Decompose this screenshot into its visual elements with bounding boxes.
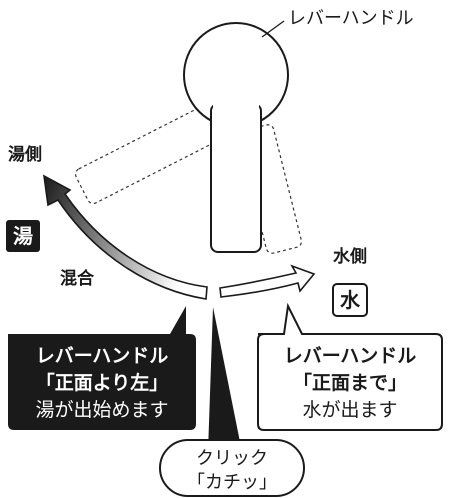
lever-handle [183, 22, 289, 253]
click-callout-box [159, 439, 305, 497]
mix-label: 混合 [60, 268, 95, 289]
ghost-handle-left [74, 106, 220, 205]
hot-badge: 湯 [13, 224, 33, 248]
cold-arrow [219, 264, 316, 298]
hot-callout-line2: 「正面より左」 [36, 371, 169, 394]
hot-callout-line3: 湯が出始めます [35, 399, 168, 421]
click-callout-line2: 「カチッ」 [187, 472, 277, 493]
hot-callout-line1: レバーハンドル [36, 345, 169, 367]
click-pointer [208, 307, 242, 452]
cold-badge-box [332, 283, 368, 317]
cold-callout-line1: レバーハンドル [284, 345, 417, 367]
cold-badge: 水 [340, 288, 361, 312]
cold-callout-box [257, 302, 443, 431]
cold-side-label: 水側 [333, 246, 367, 267]
hot-callout-box [8, 306, 196, 430]
hot-arc-arrow [42, 174, 208, 300]
hot-badge-box [6, 220, 40, 252]
hot-side-label: 湯側 [8, 144, 42, 165]
cold-callout-line3: 水が出ます [302, 399, 397, 421]
click-callout-line1: クリック [196, 448, 268, 469]
cold-callout-line2: 「正面まで」 [293, 371, 407, 394]
handle-label: レバーハンドル [288, 8, 414, 29]
handle-label-leader [261, 20, 285, 38]
